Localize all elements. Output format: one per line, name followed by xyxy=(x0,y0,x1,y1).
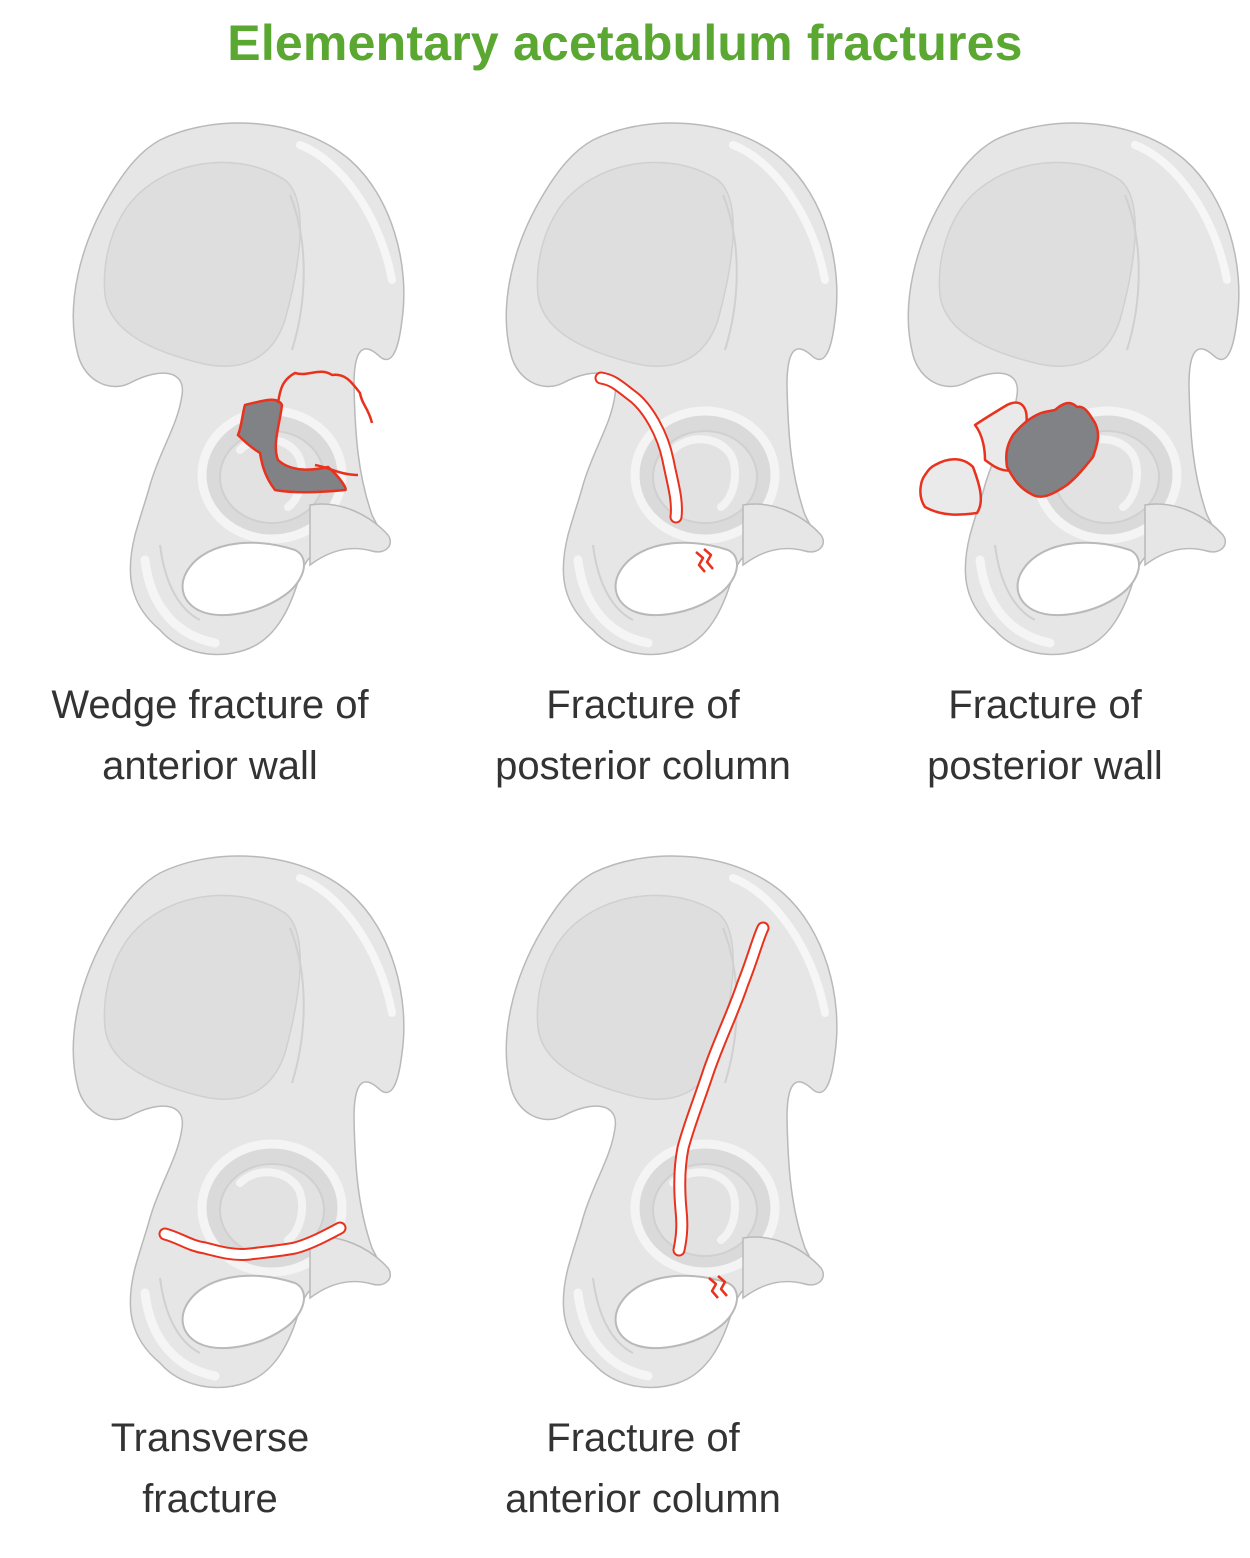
ischium-highlight xyxy=(140,555,220,648)
obturator-foramen xyxy=(1016,541,1140,617)
caption-line: anterior column xyxy=(505,1477,781,1521)
posterior-column-fracture-line-gap xyxy=(596,373,681,522)
posterior-wall-fragment-2 xyxy=(919,458,983,516)
caption-line: Fracture of xyxy=(546,1416,740,1460)
hip-bone xyxy=(907,122,1240,656)
caption-line: Fracture of xyxy=(948,683,1142,727)
panel-wedge-anterior-wall: Wedge fracture of anterior wall xyxy=(10,105,410,825)
hip-bone xyxy=(72,855,405,1389)
arcuate-line xyxy=(289,194,305,351)
wedge-defect xyxy=(236,398,347,494)
anterior-column-fracture-line-gap xyxy=(674,923,768,1255)
panel-transverse: Transverse fracture xyxy=(10,838,410,1558)
caption-line: Wedge fracture of xyxy=(51,683,369,727)
obturator-foramen xyxy=(181,541,305,617)
ischium-highlight xyxy=(573,555,653,648)
pelvis-illustration-anterior-column xyxy=(505,855,838,1389)
caption-line: posterior wall xyxy=(927,744,1163,788)
diagram-title: Elementary acetabulum fractures xyxy=(227,15,1023,71)
ischium-contour xyxy=(159,1277,201,1354)
obturator-foramen xyxy=(181,1274,305,1350)
acetabular-fossa xyxy=(652,1163,758,1257)
caption-line: fracture xyxy=(142,1477,278,1521)
arcuate-line xyxy=(289,927,305,1084)
ischium-highlight xyxy=(573,1288,653,1381)
panel-caption: Transverse fracture xyxy=(10,1408,410,1530)
caption-line: Fracture of xyxy=(546,683,740,727)
ischium-contour xyxy=(994,544,1036,621)
ramus-fracture-line xyxy=(695,548,714,573)
pubic-ramus xyxy=(1144,503,1227,567)
iliac-crest-highlight xyxy=(729,874,829,1017)
caption-line: posterior column xyxy=(495,744,791,788)
iliac-crest-highlight xyxy=(729,141,829,284)
pubic-ramus xyxy=(309,503,392,567)
wedge-fracture-line xyxy=(276,370,374,477)
iliac-fossa xyxy=(536,161,734,367)
arcuate-line xyxy=(1124,194,1140,351)
hip-bone xyxy=(505,122,838,656)
pubic-ramus xyxy=(742,1236,825,1300)
iliac-crest-highlight xyxy=(296,874,396,1017)
iliac-fossa xyxy=(938,161,1136,367)
pubic-ramus xyxy=(309,1236,392,1300)
ischium-contour xyxy=(159,544,201,621)
panel-caption: Fracture of posterior column xyxy=(443,675,843,797)
panel-posterior-wall: Fracture of posterior wall xyxy=(845,105,1245,825)
iliac-crest-highlight xyxy=(296,141,396,284)
panel-caption: Fracture of posterior wall xyxy=(845,675,1245,797)
panel-caption: Wedge fracture of anterior wall xyxy=(10,675,410,797)
panel-posterior-column: Fracture of posterior column xyxy=(443,105,843,825)
lunate-surface xyxy=(669,1168,740,1244)
lunate-surface xyxy=(236,1168,307,1244)
pubic-ramus xyxy=(742,503,825,567)
caption-line: Transverse xyxy=(110,1416,310,1460)
pelvis-illustration-transverse xyxy=(72,855,405,1389)
iliac-fossa xyxy=(103,894,301,1100)
ischium-highlight xyxy=(140,1288,220,1381)
ramus-fracture-line xyxy=(708,1275,728,1299)
arcuate-line xyxy=(722,194,738,351)
lunate-surface xyxy=(669,435,740,511)
caption-line: anterior wall xyxy=(102,744,318,788)
pelvis-illustration-posterior-column xyxy=(505,122,838,656)
ischium-contour xyxy=(592,544,634,621)
iliac-fossa xyxy=(103,161,301,367)
panel-anterior-column: Fracture of anterior column xyxy=(443,838,843,1558)
ischium-contour xyxy=(592,1277,634,1354)
transverse-fracture-line-gap xyxy=(160,1223,345,1259)
iliac-crest-highlight xyxy=(1131,141,1231,284)
hip-bone xyxy=(505,855,838,1389)
hip-bone xyxy=(72,122,405,656)
ischium-highlight xyxy=(975,555,1055,648)
pelvis-illustration-wedge-anterior-wall xyxy=(72,122,405,656)
panel-caption: Fracture of anterior column xyxy=(443,1408,843,1530)
posterior-wall-defect xyxy=(1005,401,1100,498)
pelvis-illustration-posterior-wall xyxy=(907,122,1240,656)
obturator-foramen xyxy=(614,1274,738,1350)
